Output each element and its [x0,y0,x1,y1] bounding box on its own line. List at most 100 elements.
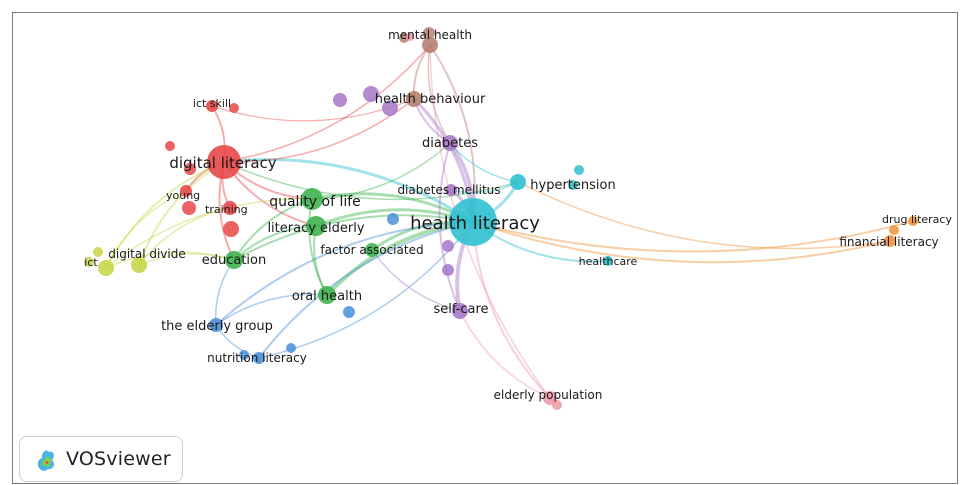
label-ict: ict [84,256,98,269]
node-oral-health[interactable] [318,286,336,304]
link-diabetes-hypertension [449,142,519,183]
link-health_literacy-digital_literacy [223,158,474,224]
node-training[interactable] [223,201,237,215]
node-digital-divide[interactable] [131,257,147,273]
link-health_literacy-the_elderly_group [215,221,474,326]
node-financial-literacy[interactable] [884,235,896,247]
link-health_literacy-drug_literacy [472,220,914,253]
label-diabetes-mellitus: diabetes mellitus [397,183,500,197]
network-labels: health literacy digital literacy ict skill… [84,28,952,402]
network-canvas-frame [12,12,958,484]
label-health-behaviour: health behaviour [375,92,486,107]
label-elderly-population: elderly population [494,388,603,402]
link-young-ict [105,190,187,269]
node-education[interactable] [225,251,243,269]
node-health-behaviour[interactable] [406,91,422,107]
link-digital_literacy-hypertension [223,161,519,201]
link-oral_health-the_elderly_group [215,293,328,326]
label-literacy-elderly: literacy elderly [267,221,364,236]
label-nutrition-literacy: nutrition literacy [207,351,307,365]
label-mental-health: mental health [388,28,472,42]
label-young: young [166,189,200,202]
minor-node[interactable] [382,100,398,116]
node-literacy-elderly[interactable] [306,216,326,236]
label-the-elderly-group: the elderly group [161,319,273,334]
label-health-literacy: health literacy [410,213,540,234]
minor-node[interactable] [223,221,239,237]
minor-node[interactable] [387,213,399,225]
brand-name: VOSviewer [66,448,171,470]
node-ict[interactable] [98,260,114,276]
minor-node[interactable] [889,225,899,235]
node-hypertension[interactable] [510,174,526,190]
minor-node[interactable] [239,350,249,360]
node-diabetes-mellitus[interactable] [445,184,457,196]
label-digital-literacy: digital literacy [169,154,276,172]
link-digital_literacy-ict [105,161,225,269]
label-oral-health: oral health [292,289,362,304]
minor-node[interactable] [229,103,239,113]
node-drug-literacy[interactable] [908,216,918,226]
label-digital-divide: digital divide [108,247,186,261]
minor-node[interactable] [333,93,347,107]
link-education-ict [105,251,235,269]
node-the-elderly-group[interactable] [209,318,223,332]
link-mental_health-diabetes [427,44,451,144]
link-health_literacy-nutrition_literacy [258,221,474,359]
vosviewer-logo-icon [37,450,55,471]
node-digital-literacy[interactable] [207,145,241,179]
link-quality_of_life-diabetes [311,142,451,200]
label-factor-associated: factor associated [320,243,423,257]
node-diabetes[interactable] [442,135,458,151]
node-health-literacy[interactable] [449,198,497,246]
minor-node[interactable] [442,264,454,276]
minor-node[interactable] [182,201,196,215]
minor-node[interactable] [574,165,584,175]
label-training: training [205,203,248,216]
network-nodes [84,27,918,410]
link-literacy_elderly-oral_health [313,225,328,296]
minor-node[interactable] [84,257,94,267]
label-healthcare: healthcare [579,255,638,268]
label-education: education [202,253,267,268]
label-hypertension: hypertension [530,178,615,193]
node-elderly-population[interactable] [543,391,557,405]
minor-node[interactable] [165,141,175,151]
label-ict-skill: ict skill [193,97,231,110]
minor-node[interactable] [442,240,454,252]
minor-node[interactable] [406,33,414,41]
minor-node[interactable] [93,247,103,257]
node-healthcare[interactable] [603,256,613,266]
label-quality-of-life: quality of life [269,194,361,210]
vosviewer-logo-badge[interactable]: VOSviewer [19,436,183,482]
link-factor_associated-self_care [371,249,461,312]
link-quality_of_life-education [233,198,313,261]
node-nutrition-literacy[interactable] [253,352,265,364]
node-young[interactable] [180,185,192,197]
minor-node[interactable] [286,343,296,353]
node-ict-skill[interactable] [206,100,218,112]
link-diabetes-self_care [438,142,461,312]
label-self-care: self-care [433,302,488,317]
link-training-digital_divide [138,207,231,266]
label-financial-literacy: financial literacy [839,235,938,249]
node-factor-associated[interactable] [365,243,379,257]
link-quality_of_life-ict [105,198,313,269]
label-drug-literacy: drug literacy [882,213,952,226]
link-education-digital_divide [138,253,235,266]
node-mental-health[interactable] [422,37,438,53]
minor-node[interactable] [363,86,379,102]
node-quality-of-life[interactable] [301,188,323,210]
link-health_literacy-elderly_population [472,221,551,399]
link-health_literacy-education [233,214,474,261]
minor-node[interactable] [423,27,435,39]
link-digital_literacy-mental_health [223,44,431,163]
minor-node[interactable] [343,306,355,318]
minor-node[interactable] [568,180,578,190]
node-self-care[interactable] [452,303,468,319]
link-health_literacy-financial_literacy [472,221,891,264]
label-diabetes: diabetes [422,136,478,151]
link-hypertension-financial_literacy [517,181,891,250]
minor-node[interactable] [184,163,196,175]
